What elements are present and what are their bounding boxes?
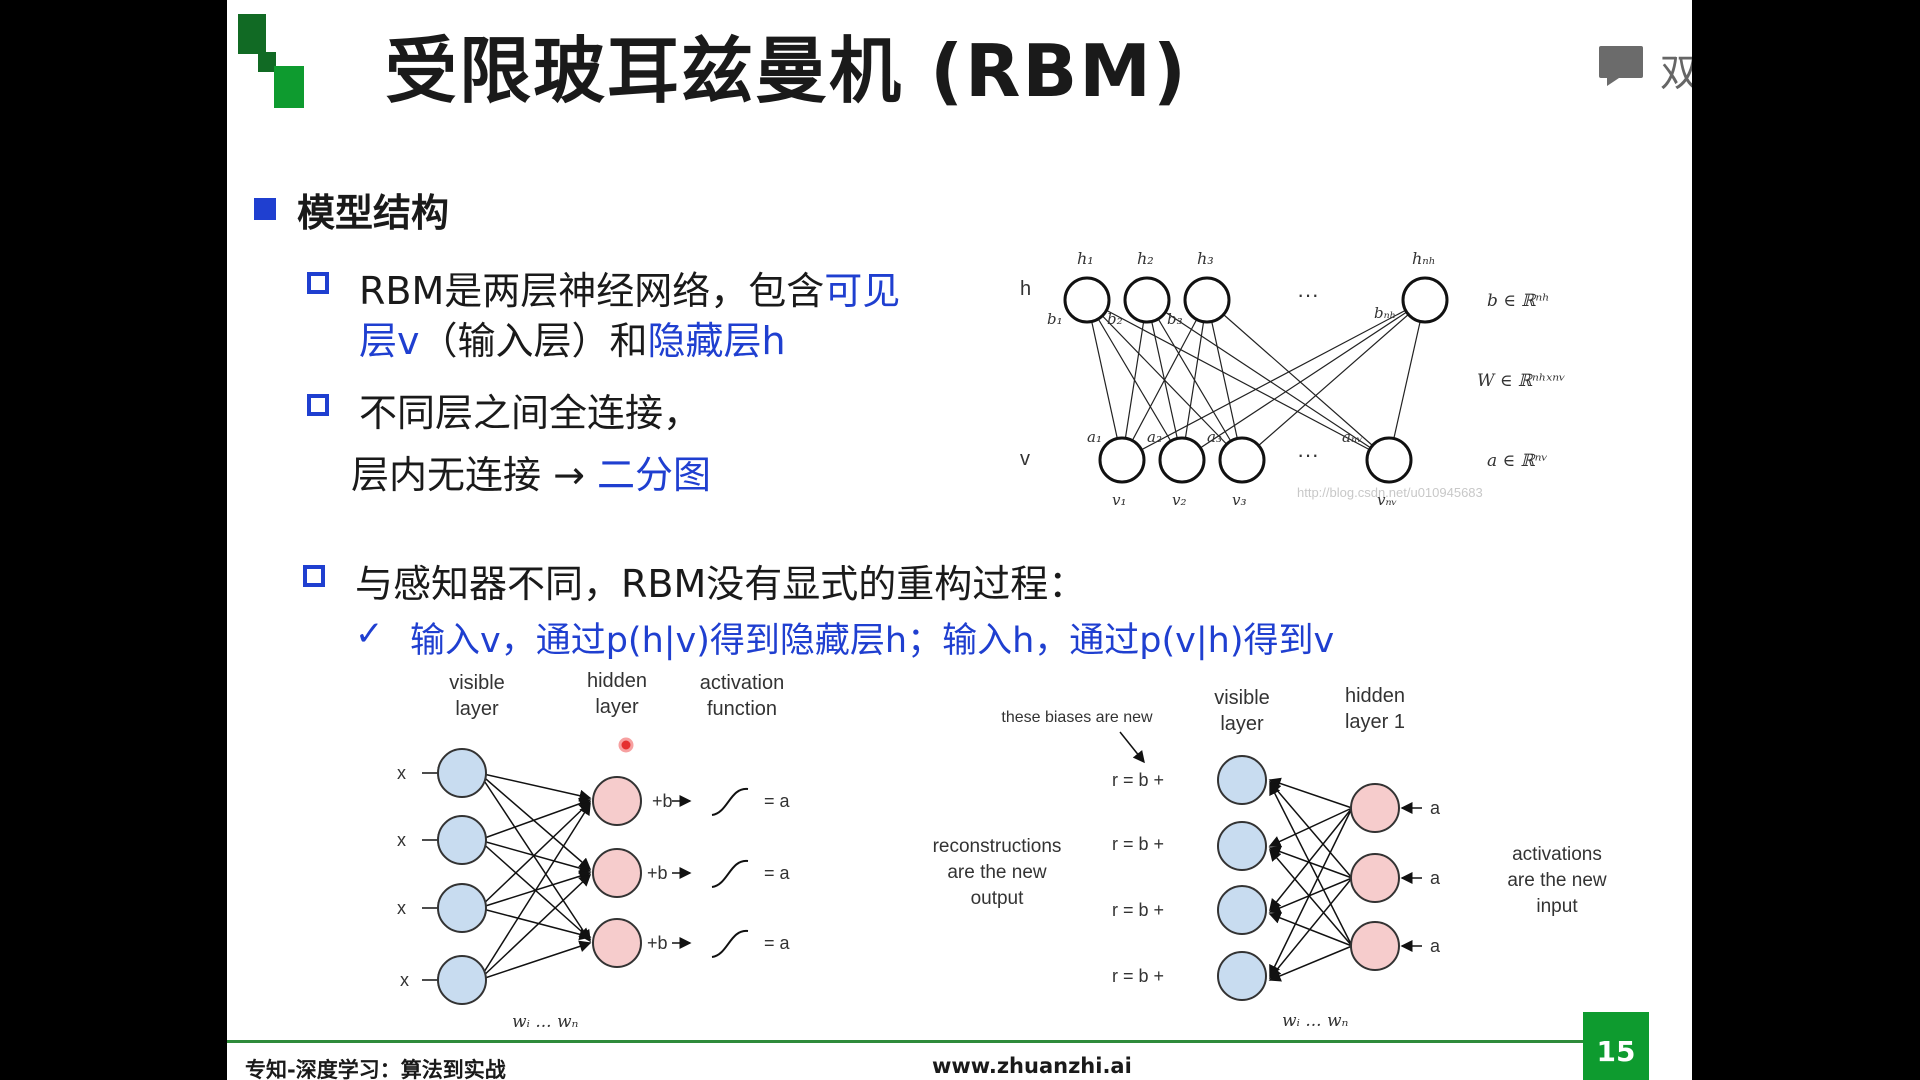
- chat-icon[interactable]: [1597, 40, 1647, 92]
- b-label: bₙₕ: [1374, 304, 1396, 322]
- svg-text:= a: = a: [764, 933, 791, 953]
- footer-course: 专知-深度学习：算法到实战: [245, 1058, 506, 1080]
- h-label: h₂: [1137, 249, 1154, 268]
- logo: [238, 14, 304, 108]
- svg-text:function: function: [707, 698, 777, 720]
- svg-text:layer: layer: [595, 696, 639, 718]
- svg-text:input: input: [1536, 896, 1578, 917]
- svg-text:reconstructions: reconstructions: [933, 836, 1062, 857]
- svg-text:wᵢ ... wₙ: wᵢ ... wₙ: [1282, 1011, 1349, 1031]
- hidden-node: [1063, 276, 1111, 324]
- svg-text:r = b +: r = b +: [1112, 900, 1164, 920]
- svg-text:x: x: [397, 898, 406, 918]
- row-label-h: h: [1020, 278, 1031, 300]
- svg-text:visible: visible: [1214, 687, 1270, 709]
- svg-text:hidden: hidden: [587, 670, 647, 692]
- svg-text:= a: = a: [764, 791, 791, 811]
- eq-b: b ∈ ℝⁿʰ: [1487, 291, 1550, 311]
- b-label: b₁: [1047, 310, 1063, 328]
- check-item-text: 输入v，通过p(h|v)得到隐藏层h；输入h，通过p(v|h)得到v: [410, 621, 1335, 661]
- slide-title: 受限玻耳兹曼机 (RBM): [385, 29, 1188, 113]
- bullet-2-line-1: 不同层之间全连接，: [359, 391, 702, 435]
- bullet-box: [307, 394, 329, 416]
- svg-text:are the new: are the new: [1507, 870, 1607, 891]
- svg-text:these biases are new: these biases are new: [1001, 709, 1153, 726]
- a-label: aₙᵥ: [1342, 428, 1363, 446]
- ellipsis: ···: [1297, 282, 1319, 307]
- svg-text:activations: activations: [1512, 844, 1602, 865]
- hidden-node: [1183, 276, 1231, 324]
- visible-node: [1098, 436, 1146, 484]
- check-icon: ✓: [355, 614, 384, 654]
- svg-text:layer: layer: [455, 698, 499, 720]
- page-number: 15: [1583, 1012, 1649, 1080]
- hidden-node: [1401, 276, 1449, 324]
- svg-text:layer 1: layer 1: [1345, 711, 1405, 733]
- v-label: v₃: [1232, 491, 1247, 509]
- svg-text:visible: visible: [449, 672, 505, 694]
- svg-text:r = b +: r = b +: [1112, 834, 1164, 854]
- bullet-2-line-2: 层内无连接 → 二分图: [351, 453, 712, 497]
- svg-text:a: a: [1430, 798, 1441, 818]
- h-label: h₃: [1197, 249, 1214, 268]
- svg-text:hidden: hidden: [1345, 685, 1405, 707]
- v-label: v₁: [1112, 491, 1127, 509]
- v-label: v₂: [1172, 491, 1187, 509]
- reconstruction-figure: these biases are new visible layer hidde…: [933, 685, 1607, 1031]
- svg-text:x: x: [397, 763, 406, 783]
- svg-text:+b: +b: [647, 933, 668, 953]
- svg-text:wᵢ ... wₙ: wᵢ ... wₙ: [512, 1012, 579, 1032]
- a-label: a₃: [1207, 428, 1222, 446]
- eq-w: W ∈ ℝⁿʰˣⁿᵛ: [1477, 371, 1566, 391]
- hidden-node: [1123, 276, 1171, 324]
- svg-text:= a: = a: [764, 863, 791, 883]
- footer-url[interactable]: www.zhuanzhi.ai: [932, 1054, 1132, 1078]
- footer-line: [227, 1040, 1597, 1043]
- bullet-3-line-1: 与感知器不同，RBM没有显式的重构过程：: [355, 562, 1087, 606]
- slide: 受限玻耳兹曼机 (RBM) 双 模型结构 RBM是两层神经网络，包含可见 层v（…: [227, 0, 1692, 1080]
- corner-text: 双: [1660, 51, 1692, 95]
- bullet-box: [307, 272, 329, 294]
- visible-node: [1218, 436, 1266, 484]
- svg-text:output: output: [971, 888, 1025, 909]
- h-label: hₙₕ: [1412, 249, 1436, 268]
- visible-node: [1365, 436, 1413, 484]
- h-label: h₁: [1077, 249, 1094, 268]
- section-bullet: [254, 198, 276, 220]
- bullet-1-line-1: RBM是两层神经网络，包含可见: [359, 269, 901, 313]
- svg-text:a: a: [1430, 936, 1441, 956]
- b-label: b₃: [1167, 310, 1183, 328]
- svg-text:+b: +b: [652, 791, 673, 811]
- a-label: a₂: [1147, 428, 1162, 446]
- v-label: vₙᵥ: [1377, 491, 1397, 509]
- ellipsis: ···: [1297, 442, 1319, 467]
- svg-text:r = b +: r = b +: [1112, 966, 1164, 986]
- a-label: a₁: [1087, 428, 1102, 446]
- svg-text:a: a: [1430, 868, 1441, 888]
- svg-text:+b: +b: [647, 863, 668, 883]
- eq-a: a ∈ ℝⁿᵛ: [1487, 451, 1548, 471]
- bullet-1-line-2: 层v（输入层）和隐藏层h: [359, 319, 786, 363]
- cursor-dot: [618, 737, 634, 753]
- svg-text:layer: layer: [1220, 713, 1264, 735]
- svg-text:x: x: [397, 830, 406, 850]
- visible-node: [1158, 436, 1206, 484]
- bullet-box: [303, 565, 325, 587]
- row-label-v: v: [1020, 448, 1030, 470]
- svg-text:activation: activation: [700, 672, 785, 694]
- watermark: http://blog.csdn.net/u010945683: [1297, 485, 1483, 500]
- rbm-graph: h v h₁ h₂ h₃ hₙₕ b₁ b₂ b₃ bₙₕ a₁ a₂ a₃ a…: [1020, 249, 1566, 509]
- section-heading: 模型结构: [297, 191, 450, 235]
- svg-text:r = b +: r = b +: [1112, 770, 1164, 790]
- b-label: b₂: [1107, 310, 1123, 328]
- svg-text:are the new: are the new: [947, 862, 1047, 883]
- svg-text:x: x: [400, 970, 409, 990]
- forward-pass-figure: visible layer hidden layer activation fu…: [397, 670, 791, 1032]
